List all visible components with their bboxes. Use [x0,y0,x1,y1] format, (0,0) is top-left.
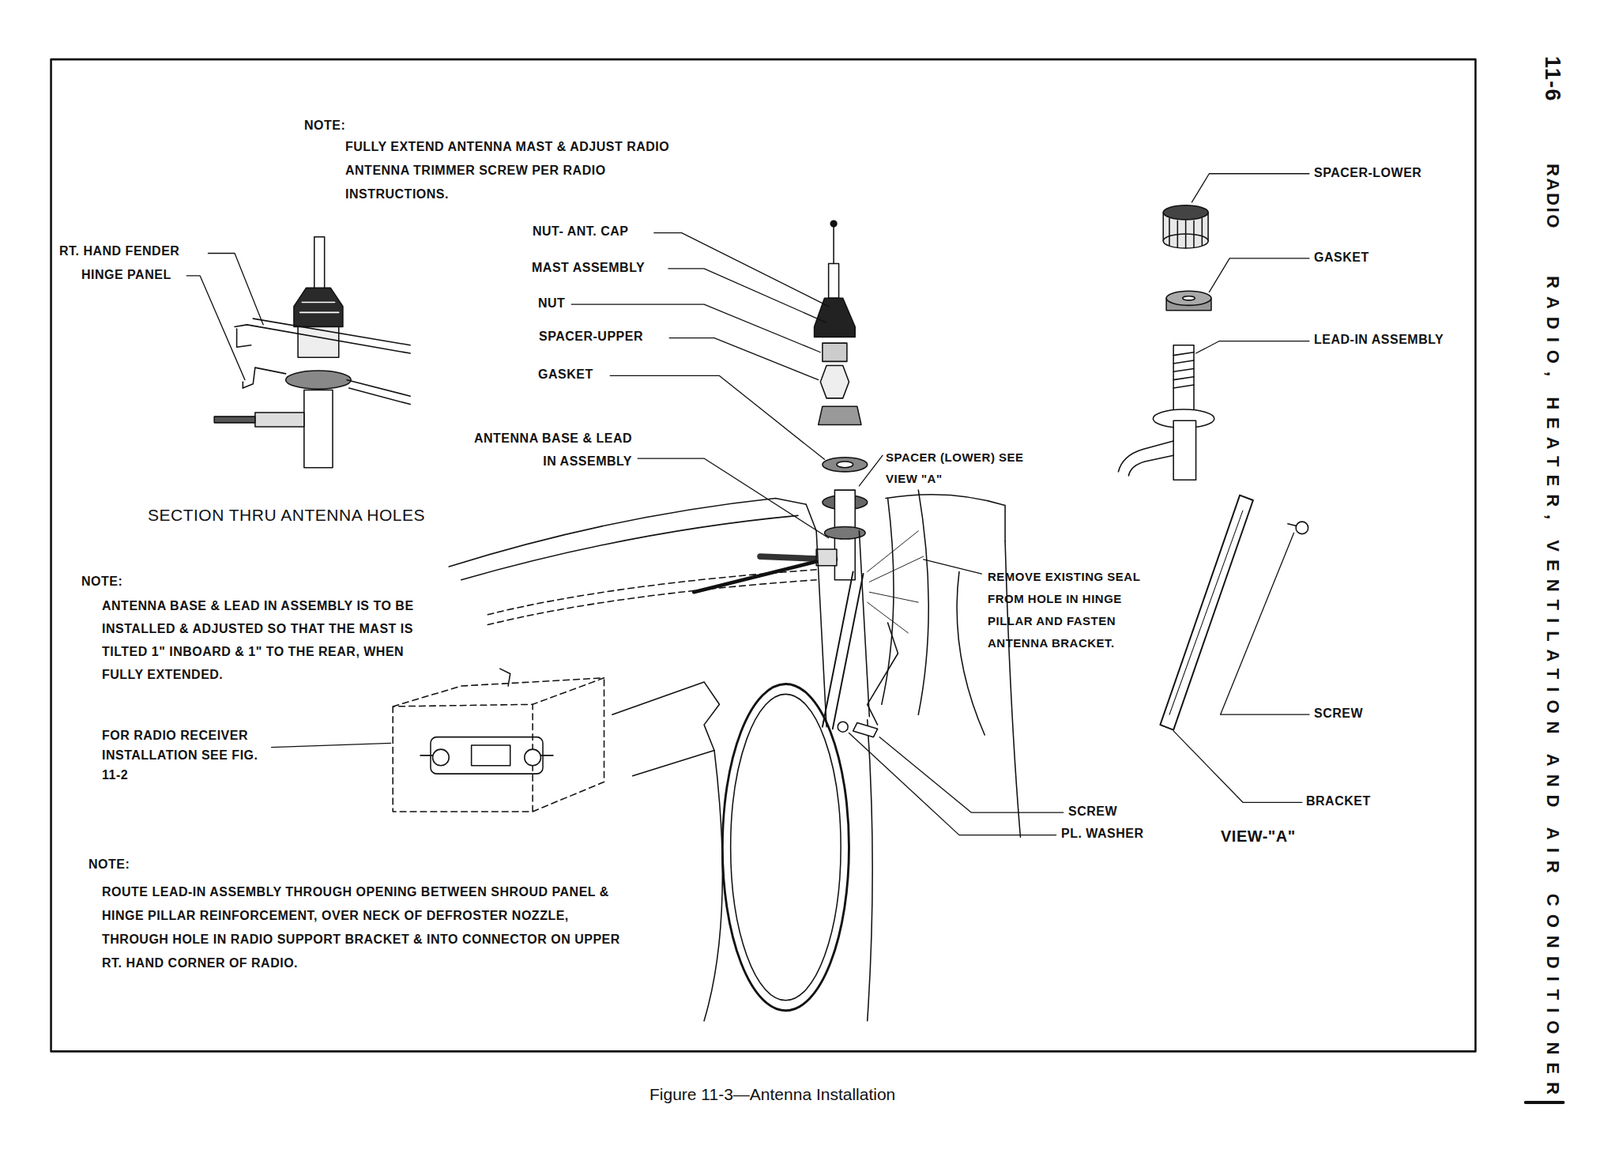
part-label: PL. WASHER [1061,825,1145,842]
note-heading: NOTE: [88,856,130,873]
part-label: SCREW [1313,705,1363,722]
part-label: SPACER (LOWER) SEE VIEW "A" [885,446,1032,490]
section-title: RADIO [1544,163,1561,230]
antenna-parts [760,220,868,580]
part-label: SPACER-UPPER [538,328,644,345]
note-heading: NOTE: [304,117,346,134]
part-label: SPACER-LOWER [1313,165,1422,181]
note-text: FULLY EXTEND ANTENNA MAST & ADJUST RADIO… [345,135,701,207]
part-label: NUT- ANT. CAP [532,223,629,240]
note-text: ANTENNA BASE & LEAD IN ASSEMBLY IS TO BE… [101,594,422,686]
instruction-note: REMOVE EXISTING SEAL FROM HOLE IN HINGE … [987,565,1158,655]
reference-note: FOR RADIO RECEIVER INSTALLATION SEE FIG.… [101,725,280,785]
view-a-parts [1118,205,1308,731]
view-title: SECTION THRU ANTENNA HOLES [147,507,426,524]
part-label: RT. HAND FENDER [59,243,180,260]
part-label: NUT [538,295,565,312]
note-heading: NOTE: [81,573,123,590]
page-frame [51,59,1476,1051]
part-label: GASKET [538,366,594,383]
radio-receiver [392,677,604,812]
part-label: SCREW [1068,803,1118,820]
part-label: GASKET [1313,249,1370,266]
part-label: BRACKET [1306,793,1371,810]
note-text: ROUTE LEAD-IN ASSEMBLY THROUGH OPENING B… [101,880,624,976]
part-label: MAST ASSEMBLY [531,259,645,276]
part-label: ANTENNA BASE & LEAD IN ASSEMBLY [458,426,633,473]
figure-caption: Figure 11-3—Antenna Installation [649,1084,896,1104]
chapter-title: RADIO, HEATER, VENTILATION AND AIR CONDI… [1544,275,1561,1103]
part-label: LEAD-IN ASSEMBLY [1313,331,1444,348]
page-number: 11-6 [1544,56,1561,102]
leader-lines [186,173,1310,836]
part-label: HINGE PANEL [81,267,172,283]
section-view [214,237,411,468]
view-title: VIEW-"A" [1220,828,1296,844]
